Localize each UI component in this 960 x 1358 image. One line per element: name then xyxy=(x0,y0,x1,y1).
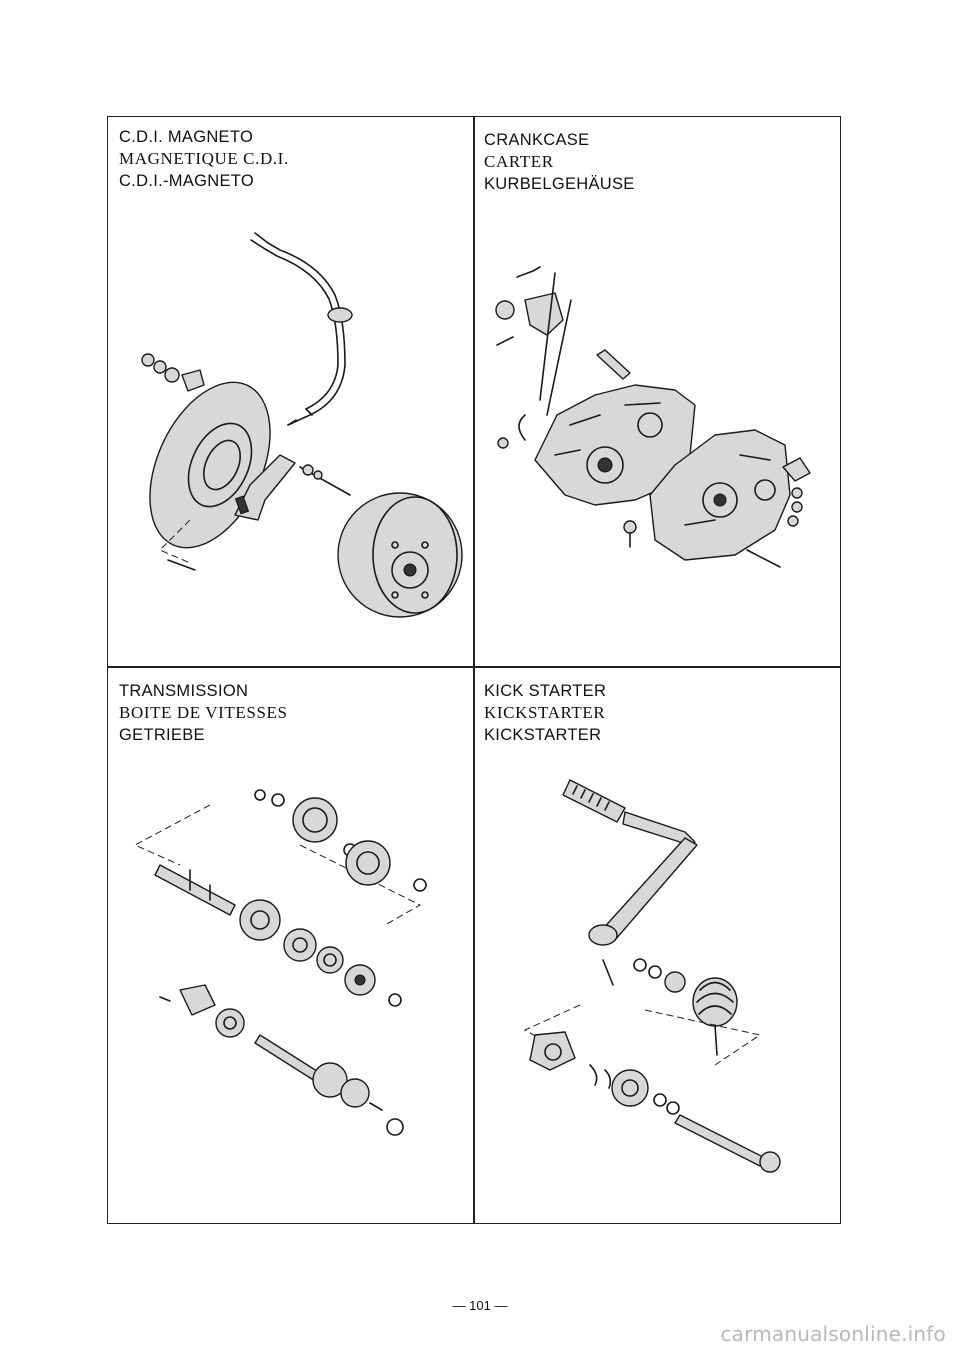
cdi-magneto-exploded-diagram xyxy=(141,232,463,618)
grid-divider-vertical xyxy=(473,116,475,1224)
kick-starter-exploded-diagram xyxy=(523,779,781,1173)
crankcase-exploded-diagram xyxy=(495,266,811,568)
grid-divider-horizontal xyxy=(107,666,841,668)
watermark-text: carmanualsonline.info xyxy=(720,1322,946,1346)
section-title-transmission: TRANSMISSION BOITE DE VITESSES GETRIEBE xyxy=(119,682,288,744)
section-title-kick-starter: KICK STARTER KICKSTARTER KICKSTARTER xyxy=(484,682,607,744)
page-number: — 101 — xyxy=(452,1298,508,1313)
section-title-cdi-magneto: C.D.I. MAGNETO MAGNETIQUE C.D.I. C.D.I.-… xyxy=(119,128,289,190)
transmission-exploded-diagram xyxy=(133,789,427,1136)
section-title-crankcase: CRANKCASE CARTER KURBELGEHÄUSE xyxy=(484,131,635,193)
